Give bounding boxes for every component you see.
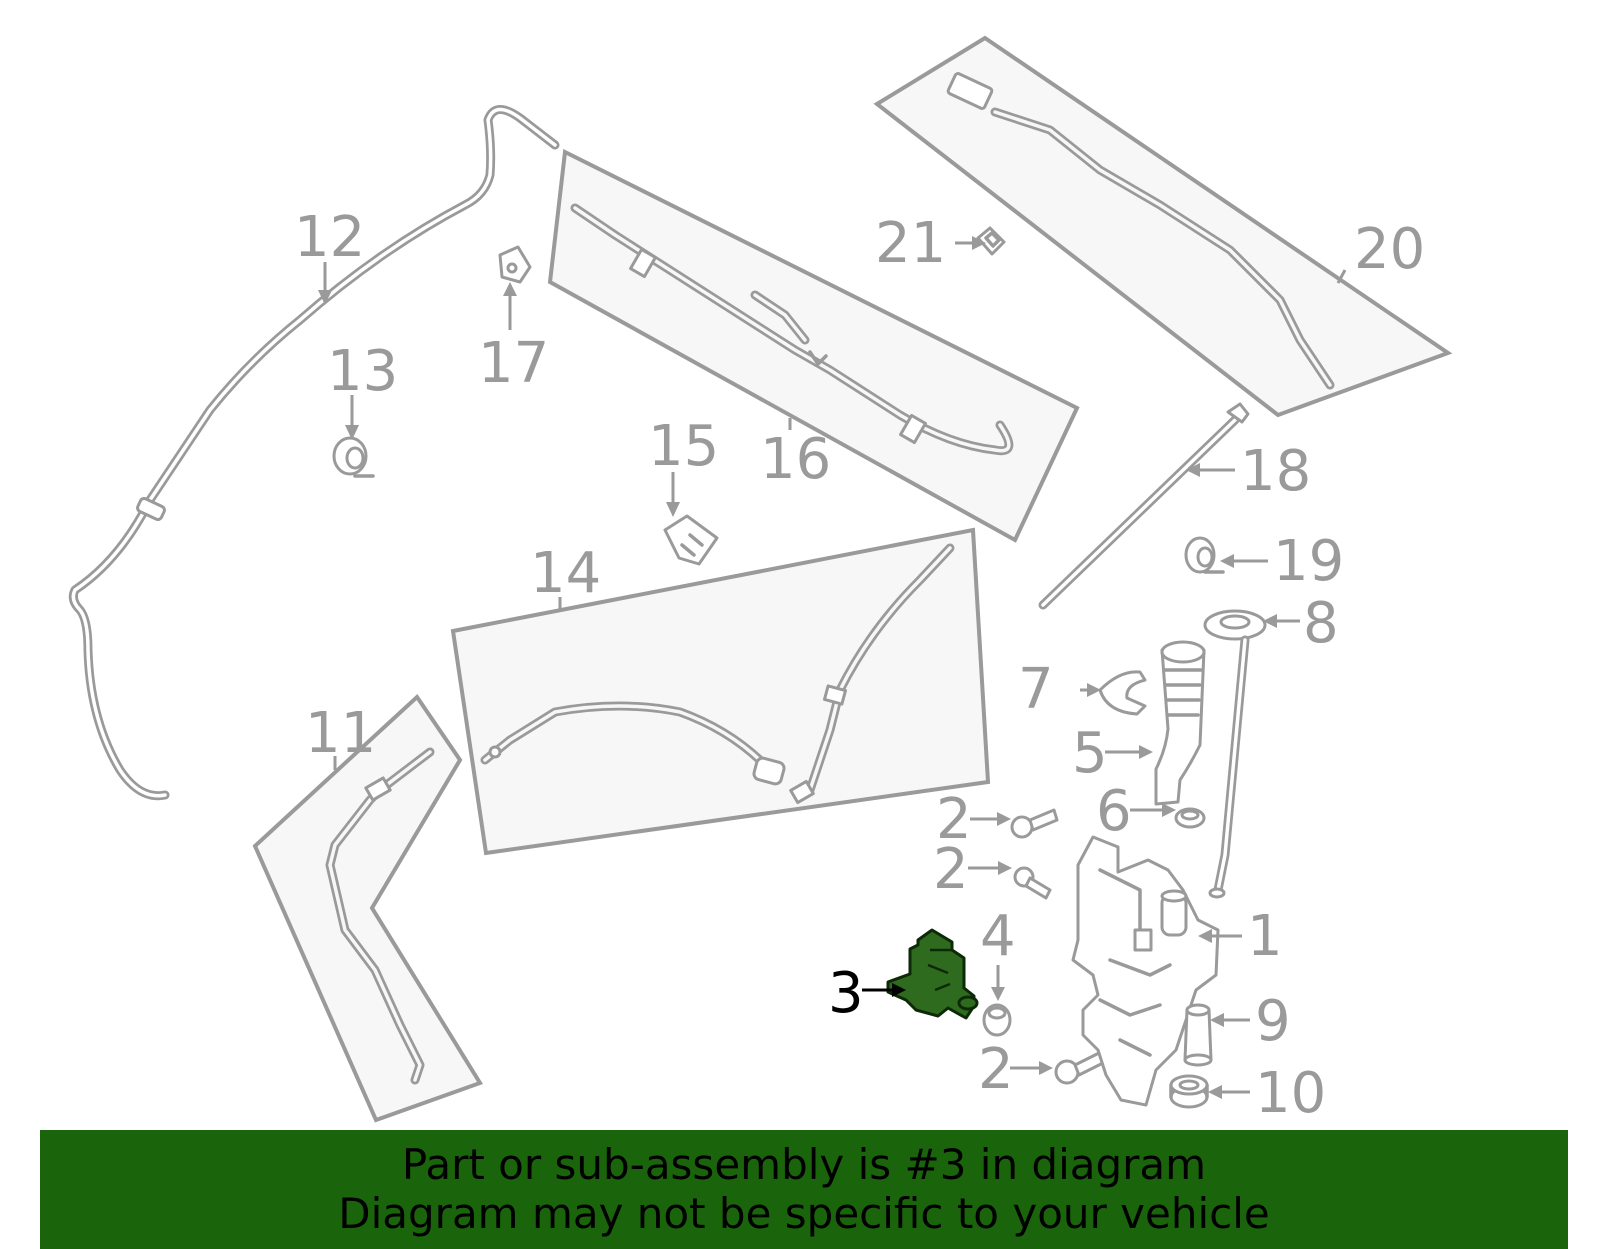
arrowhead-15 <box>666 502 680 517</box>
callout-18: 18 <box>1240 439 1311 504</box>
arrowhead-7 <box>1087 683 1101 697</box>
part-3-washer-pump <box>886 928 979 1020</box>
callout-4: 4 <box>980 904 1016 969</box>
part-10-grommet <box>1169 1074 1209 1109</box>
arrowhead-9 <box>1210 1013 1224 1027</box>
arrowhead-17 <box>503 282 517 296</box>
arrowhead-12 <box>318 290 332 305</box>
notice-banner: Part or sub-assembly is #3 in diagram Di… <box>40 1130 1568 1249</box>
callout-15: 15 <box>648 414 719 479</box>
arrowhead-21 <box>972 236 986 250</box>
part-11-hose-panel <box>252 693 484 1123</box>
part-2-bolt-b <box>1013 866 1052 900</box>
callout-13: 13 <box>327 339 398 404</box>
banner-line-2: Diagram may not be specific to your vehi… <box>338 1189 1270 1238</box>
callout-arrows <box>318 236 1347 1099</box>
callout-12: 12 <box>294 205 365 270</box>
part-18-rod <box>1038 402 1250 610</box>
callout-19: 19 <box>1273 529 1344 594</box>
banner-line-1: Part or sub-assembly is #3 in diagram <box>401 1140 1207 1189</box>
callout-5: 5 <box>1072 721 1108 786</box>
callout-2b: 2 <box>933 837 969 902</box>
part-15-clip <box>663 514 719 566</box>
part-20-hose-panel <box>873 35 1453 418</box>
part-19-clip <box>1184 536 1225 574</box>
arrowhead-19 <box>1220 554 1234 568</box>
callout-9: 9 <box>1255 989 1291 1054</box>
callout-10: 10 <box>1255 1061 1326 1126</box>
callout-20: 20 <box>1354 217 1425 282</box>
callout-7: 7 <box>1018 657 1054 722</box>
callout-16: 16 <box>760 427 831 492</box>
arrowhead-1 <box>1198 929 1212 943</box>
part-14-hose-panel <box>450 527 991 856</box>
part-5-filler-neck <box>1154 640 1206 806</box>
callout-2c: 2 <box>978 1037 1014 1102</box>
part-2-bolt-a <box>1010 808 1059 839</box>
arrowhead-2b <box>998 861 1012 875</box>
callout-labels: 12 13 17 15 16 14 11 21 20 18 19 8 7 5 6… <box>294 205 1425 1126</box>
part-1-reservoir <box>1071 835 1220 1107</box>
part-21-grommet <box>976 226 1006 256</box>
arrowhead-4 <box>991 987 1005 1001</box>
part-9-strainer <box>1183 1003 1213 1067</box>
arrowhead-18 <box>1186 463 1200 477</box>
callout-21: 21 <box>875 211 946 276</box>
leader-20 <box>1336 269 1347 284</box>
callout-1: 1 <box>1247 904 1283 969</box>
part-2-bolt-c <box>1054 1051 1105 1085</box>
arrowhead-3 <box>892 983 906 997</box>
part-6-seal <box>1174 807 1206 829</box>
part-13-clip <box>332 436 375 478</box>
part-12-hose <box>68 105 560 801</box>
arrowhead-6 <box>1162 803 1176 817</box>
part-16-hose-panel <box>547 148 1080 543</box>
callout-6: 6 <box>1096 779 1132 844</box>
callout-17: 17 <box>478 331 549 396</box>
callout-11: 11 <box>305 701 376 766</box>
callout-8: 8 <box>1303 591 1339 656</box>
part-17-clip <box>498 245 532 284</box>
arrowhead-2c <box>1039 1061 1053 1075</box>
arrowhead-5 <box>1139 745 1153 759</box>
part-7-clip <box>1098 670 1147 716</box>
part-4-grommet <box>982 1003 1012 1037</box>
arrowhead-8 <box>1263 614 1277 628</box>
arrowhead-13 <box>345 425 359 440</box>
arrowhead-10 <box>1208 1085 1222 1099</box>
callout-14: 14 <box>530 541 601 606</box>
part-8-cap-dipstick <box>1203 609 1267 899</box>
callout-2a: 2 <box>936 787 972 852</box>
callout-3: 3 <box>828 961 864 1026</box>
arrowhead-2a <box>997 812 1011 826</box>
